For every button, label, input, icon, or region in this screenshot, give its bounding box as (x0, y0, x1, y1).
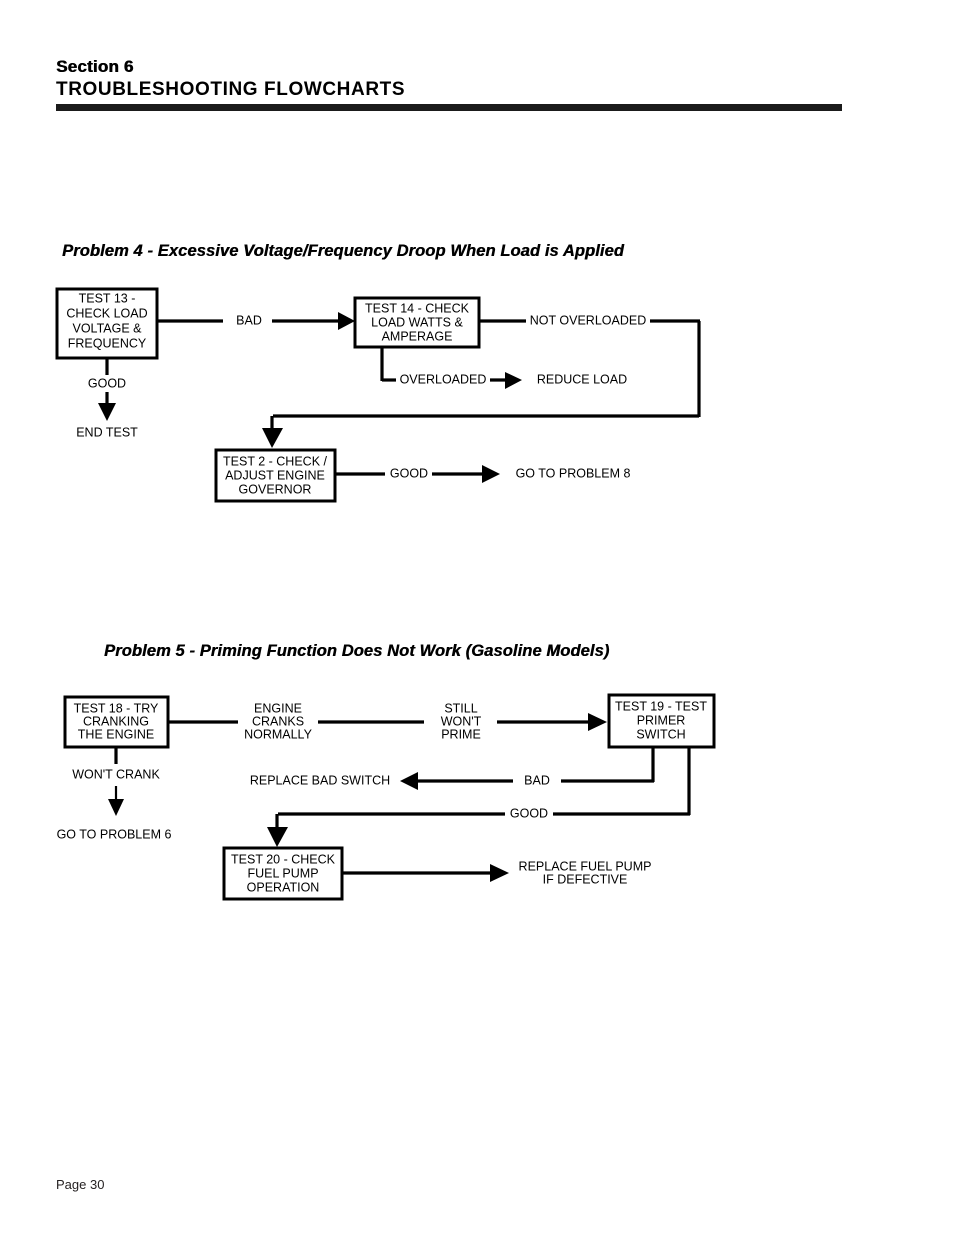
node-test19-line-2: PRIMER (637, 713, 686, 727)
edge-test13-bad: BAD (157, 312, 355, 330)
node-test20: TEST 20 - CHECK FUEL PUMP OPERATION (222, 846, 344, 901)
page-number: Page 30 (56, 1177, 105, 1192)
edge-label-bad-2: BAD (524, 773, 550, 787)
edge-label-bad: BAD (236, 313, 262, 327)
edge-test19-good: GOOD (267, 747, 691, 847)
edge-label-cranks: CRANKS (252, 714, 304, 728)
page-header: Section 6 TROUBLESHOOTING FLOWCHARTS (56, 56, 846, 103)
node-test2-line-1: TEST 2 - CHECK / (223, 454, 327, 468)
arrowhead-icon (262, 428, 283, 448)
header-divider (56, 104, 842, 111)
node-test20-line-2: FUEL PUMP (247, 866, 318, 880)
node-reduce-load: REDUCE LOAD (537, 372, 627, 386)
node-test13-line-1: TEST 13 - (79, 291, 136, 305)
edge-test19-bad: BAD REPLACE BAD SWITCH (250, 747, 655, 790)
node-replace-fuel-pump-line-1: REPLACE FUEL PUMP (519, 859, 652, 873)
arrowhead-icon (482, 465, 500, 483)
node-test13-line-3: VOLTAGE & (72, 321, 142, 335)
node-test14-box (353, 296, 481, 349)
node-replace-fuel-pump-line-2: IF DEFECTIVE (543, 872, 628, 886)
node-test18: TEST 18 - TRY CRANKING THE ENGINE (63, 695, 170, 749)
flowchart-title-problem-5: Problem 5 - Priming Function Does Not Wo… (104, 642, 610, 660)
node-test2-line-3: GOVERNOR (239, 482, 312, 496)
arrowhead-icon (505, 372, 522, 389)
node-test18-box (63, 695, 170, 749)
edge-test14-overloaded: OVERLOADED REDUCE LOAD (380, 347, 627, 389)
node-test19-box (607, 693, 716, 749)
node-test19-line-1: TEST 19 - TEST (615, 699, 707, 713)
node-test13-line-2: CHECK LOAD (66, 306, 147, 320)
flowchart-problem-4: TEST 13 - CHECK LOAD VOLTAGE & FREQUENCY… (0, 270, 954, 520)
page-title: TROUBLESHOOTING FLOWCHARTS (56, 79, 406, 101)
edge-label-good: GOOD (88, 376, 126, 390)
edge-label-wont: WON'T (441, 714, 482, 728)
node-test13-box (55, 287, 159, 360)
edge-label-not-overloaded: NOT OVERLOADED (530, 313, 646, 327)
node-test14-line-3: AMPERAGE (382, 329, 453, 343)
node-test20-line-3: OPERATION (247, 880, 320, 894)
node-test13: TEST 13 - CHECK LOAD VOLTAGE & FREQUENCY (55, 287, 159, 360)
arrowhead-icon (98, 403, 116, 421)
node-test18-line-2: CRANKING (83, 714, 149, 728)
edge-label-still: STILL (444, 701, 477, 715)
edge-test14-not-overloaded: NOT OVERLOADED (262, 313, 701, 448)
arrowhead-icon (338, 312, 355, 330)
node-test14: TEST 14 - CHECK LOAD WATTS & AMPERAGE (353, 296, 481, 349)
edge-label-normally: NORMALLY (244, 727, 313, 741)
arrowhead-icon (400, 772, 418, 790)
flowchart-problem-5: TEST 18 - TRY CRANKING THE ENGINE ENGINE… (0, 680, 954, 915)
section-label: Section 6 (56, 57, 134, 76)
edge-test20-out: REPLACE FUEL PUMP IF DEFECTIVE (342, 859, 651, 886)
edge-test2-good: GOOD GO TO PROBLEM 8 (335, 465, 630, 483)
node-test19-line-3: SWITCH (636, 727, 685, 741)
edge-label-good-3: GOOD (510, 806, 548, 820)
edge-label-wont-crank: WON'T CRANK (72, 767, 160, 781)
node-test13-line-4: FREQUENCY (68, 336, 147, 350)
node-test20-box (222, 846, 344, 901)
node-test2-box (214, 448, 337, 503)
arrowhead-icon (490, 864, 509, 882)
edge-test18-wont-crank: WON'T CRANK GO TO PROBLEM 6 (57, 747, 172, 841)
edge-label-overloaded: OVERLOADED (400, 372, 487, 386)
node-test2-line-2: ADJUST ENGINE (225, 468, 325, 482)
node-end-test: END TEST (76, 425, 138, 439)
node-test18-line-1: TEST 18 - TRY (74, 701, 159, 715)
node-test14-line-2: LOAD WATTS & (371, 315, 463, 329)
arrowhead-icon (267, 827, 288, 847)
node-test14-line-1: TEST 14 - CHECK (365, 301, 470, 315)
node-test18-line-3: THE ENGINE (78, 727, 154, 741)
node-go-to-problem-6: GO TO PROBLEM 6 (57, 827, 172, 841)
edge-label-prime: PRIME (441, 727, 481, 741)
node-test19: TEST 19 - TEST PRIMER SWITCH (607, 693, 716, 749)
node-go-to-problem-8: GO TO PROBLEM 8 (516, 466, 631, 480)
node-test20-line-1: TEST 20 - CHECK (231, 852, 336, 866)
node-replace-bad-switch: REPLACE BAD SWITCH (250, 773, 390, 787)
edge-label-engine: ENGINE (254, 701, 302, 715)
arrowhead-icon (588, 713, 607, 731)
arrowhead-icon (108, 799, 124, 816)
node-test2: TEST 2 - CHECK / ADJUST ENGINE GOVERNOR (214, 448, 337, 503)
edge-test18-cranks-normally: ENGINE CRANKS NORMALLY STILL WON'T PRIME (168, 701, 607, 741)
edge-test13-good: GOOD END TEST (76, 358, 138, 439)
flowchart-title-problem-4: Problem 4 - Excessive Voltage/Frequency … (62, 242, 624, 260)
edge-label-good-2: GOOD (390, 466, 428, 480)
